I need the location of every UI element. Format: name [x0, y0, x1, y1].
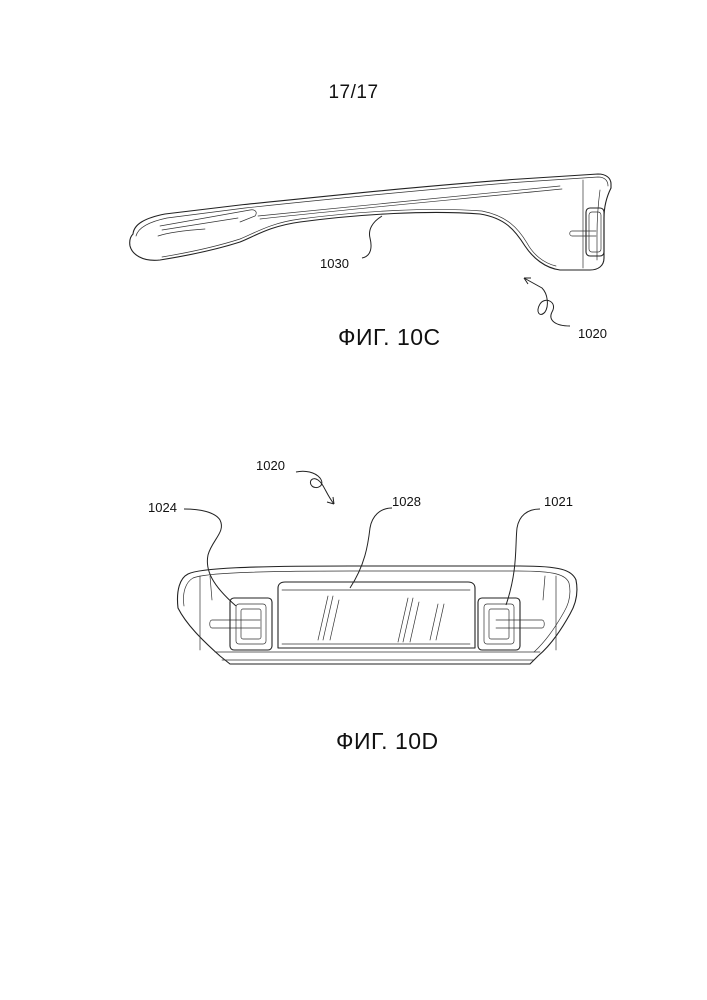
fig-10c-side-view: [130, 174, 611, 326]
ref-label-1028: 1028: [392, 494, 421, 509]
fig-10d-front-view: [177, 471, 576, 664]
ref-label-1020-fig10d: 1020: [256, 458, 285, 473]
figure-caption-10c: ФИГ. 10C: [338, 324, 441, 351]
ref-label-1021: 1021: [544, 494, 573, 509]
ref-label-1024: 1024: [148, 500, 177, 515]
figure-caption-10d: ФИГ. 10D: [336, 728, 439, 755]
ref-label-1030: 1030: [320, 256, 349, 271]
ref-label-1020-fig10c: 1020: [578, 326, 607, 341]
